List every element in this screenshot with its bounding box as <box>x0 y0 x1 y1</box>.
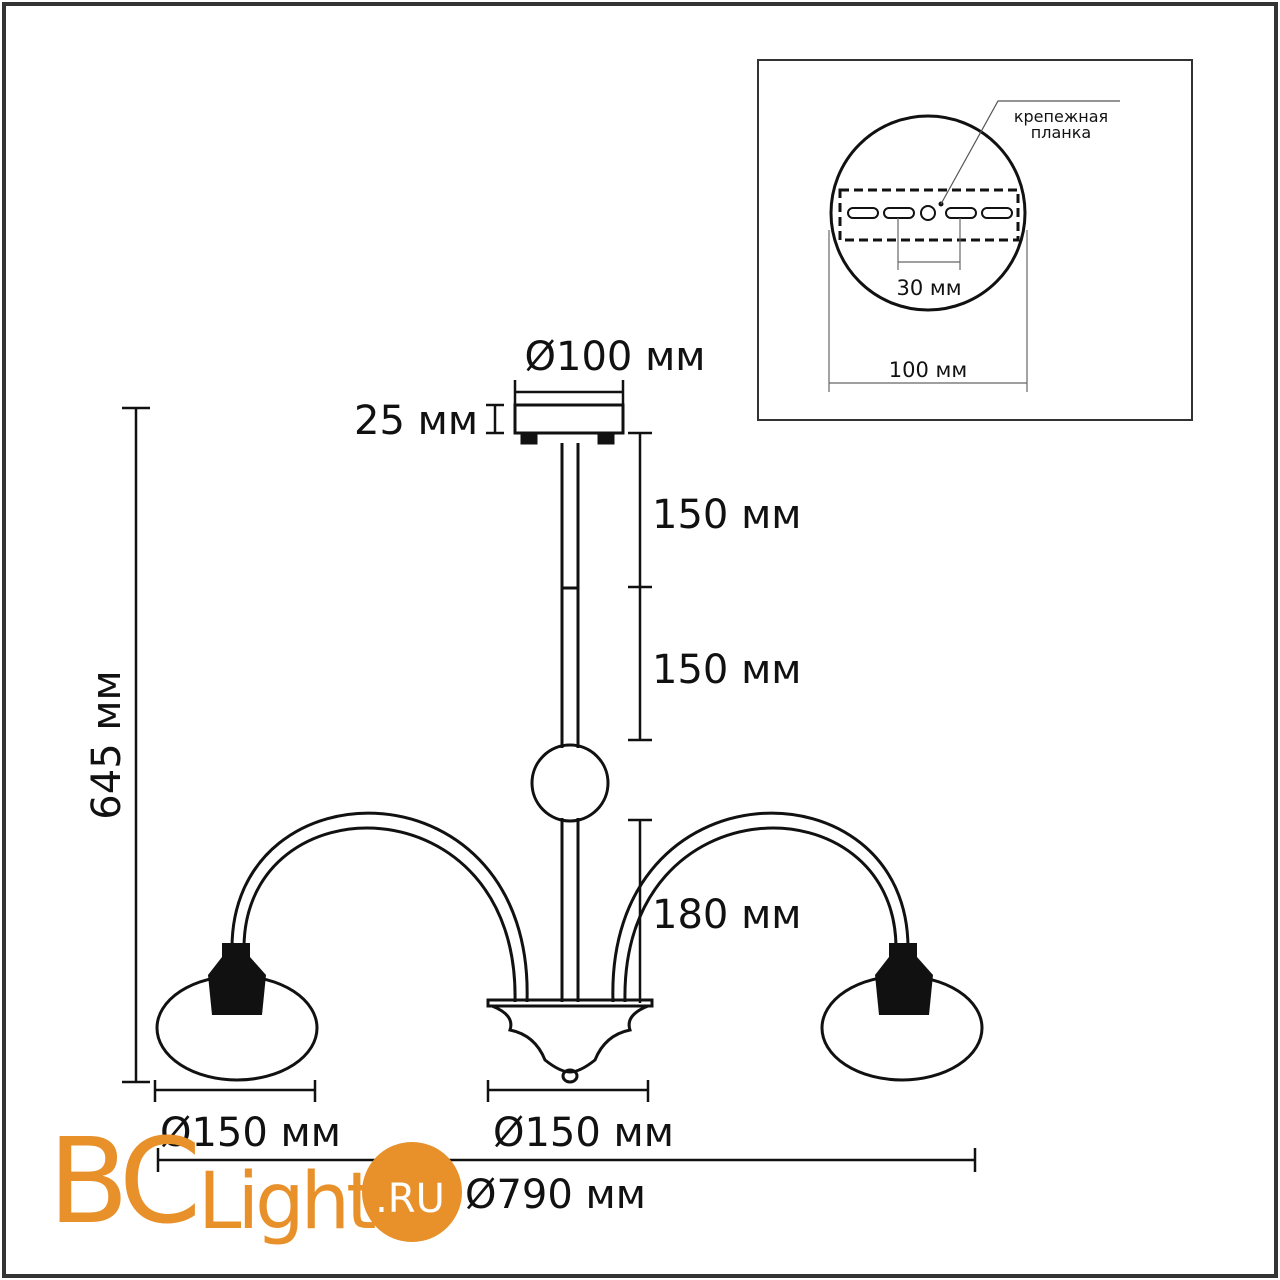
plate-diameter-label: 100 мм <box>889 358 967 382</box>
mounting-slots <box>847 205 1013 221</box>
logo-light: Light <box>198 1157 375 1247</box>
rod-segment-2-label: 150 мм <box>652 647 801 693</box>
center-bowl <box>491 1004 649 1074</box>
total-height-label: 645 мм <box>84 670 130 819</box>
right-socket-cap <box>889 943 917 957</box>
hole-spacing-label: 30 мм <box>896 276 961 300</box>
canopy-diameter-label: Ø100 мм <box>525 334 706 380</box>
mounting-bar-label-line2: планка <box>1031 123 1091 142</box>
dimension-lines <box>122 380 977 1172</box>
logo-bc: BC <box>48 1112 195 1250</box>
left-arm-outer <box>230 811 529 1003</box>
canopy <box>513 403 625 435</box>
canopy-height-label: 25 мм <box>354 398 478 444</box>
canopy-top-view <box>829 114 1027 312</box>
finial <box>561 1068 579 1084</box>
bclight-logo: BC Light .RU <box>48 1112 462 1250</box>
fixture <box>155 403 984 1084</box>
left-arm-inner <box>242 826 517 1003</box>
decor-ball <box>530 743 610 823</box>
mounting-bar <box>838 188 1020 242</box>
leader-line <box>940 100 1120 205</box>
right-arm-inner <box>623 826 898 1003</box>
total-diameter-label: Ø790 мм <box>465 1172 646 1218</box>
mounting-plate-inset: крепежная планка 30 мм 100 мм <box>757 59 1193 421</box>
mounting-bar-label-line1: крепежная <box>1014 107 1108 126</box>
arm-height-label: 180 мм <box>652 892 801 938</box>
canopy-screw <box>520 431 538 445</box>
shade-diameter-label: Ø150 мм <box>160 1110 341 1156</box>
sockets <box>208 943 933 1015</box>
left-socket-cap <box>222 943 250 957</box>
canopy-screw <box>597 431 615 445</box>
logo-ru: .RU <box>375 1176 445 1222</box>
left-socket <box>208 957 266 1015</box>
bowl-diameter-label: Ø150 мм <box>493 1110 674 1156</box>
right-socket <box>875 957 933 1015</box>
bowl-rim <box>486 998 654 1008</box>
right-arm-outer <box>611 811 910 1003</box>
rod-segment-1-label: 150 мм <box>652 492 801 538</box>
